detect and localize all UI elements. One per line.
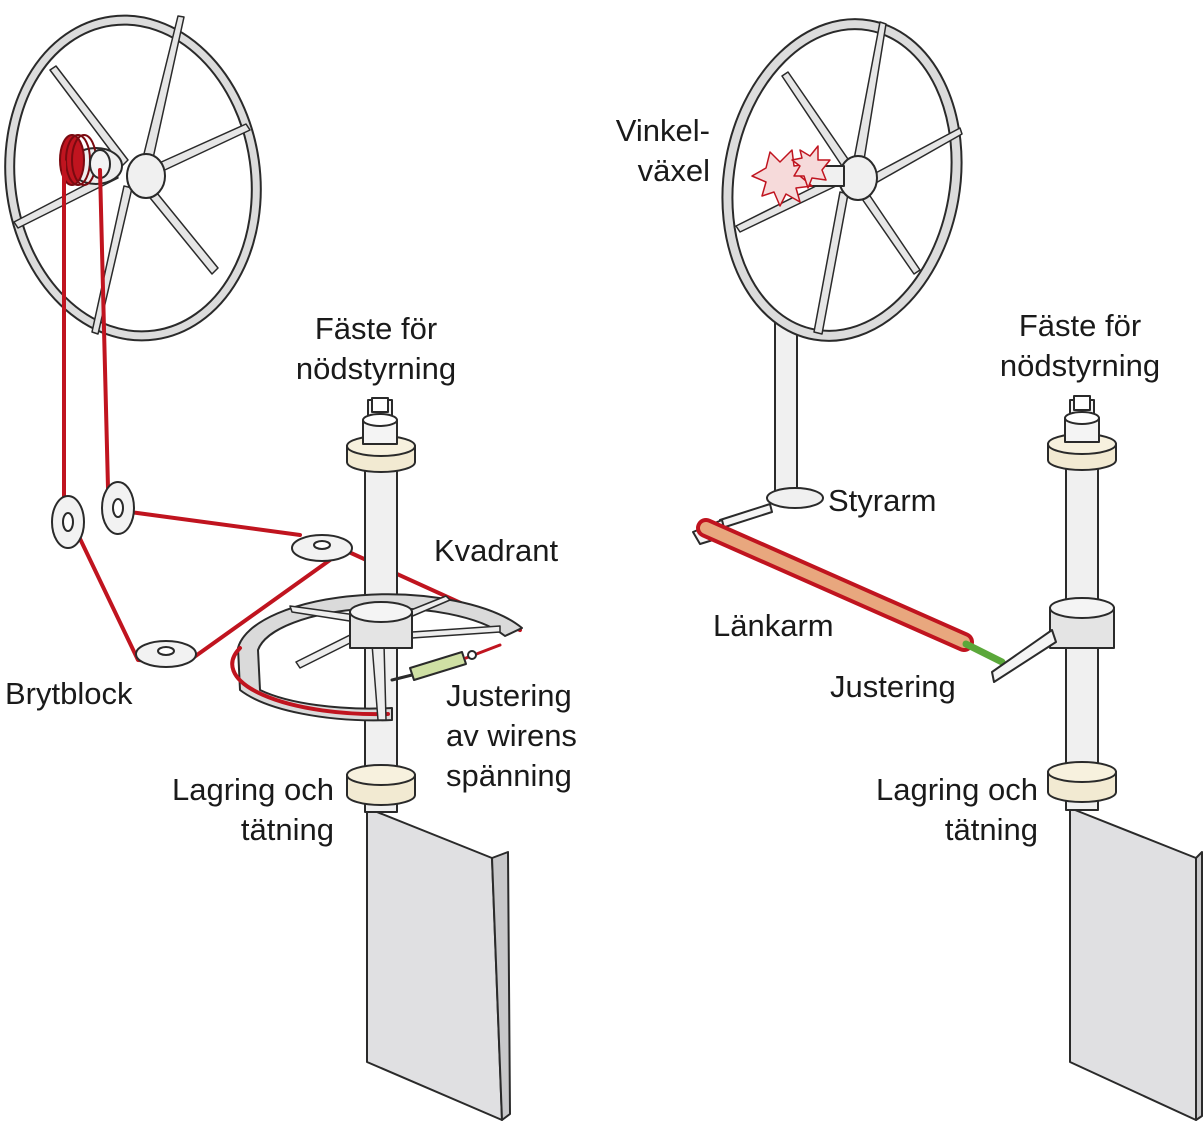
label-bearing-seal-right: Lagring och tätning [875,772,1038,847]
label-bearing-seal-left: Lagring och tätning [171,772,334,847]
left-steering-wheel [4,14,262,342]
quadrant [230,593,523,722]
turning-block [51,481,353,668]
label-wire-tension: Justering av wirens spänning [446,678,577,793]
label-angle-gear: Vinkel- växel [615,113,710,188]
left-rudder-blade [366,807,511,1121]
label-turning-block: Brytblock [5,676,133,711]
label-emergency-mount-right: Fäste för nödstyrning [999,308,1161,383]
label-emergency-mount-left: Fäste för nödstyrning [295,311,457,386]
label-tiller-arm: Styrarm [828,483,937,518]
angle-gear [751,145,831,207]
label-quadrant: Kvadrant [434,533,559,568]
left-bottom-bearing [346,764,416,806]
right-tiller-hub [991,597,1115,683]
right-bottom-bearing [1047,761,1117,803]
right-steering-wheel [721,18,963,342]
left-cable-drum [59,134,123,186]
link-arm [696,518,1006,666]
label-adjustment: Justering [830,669,956,704]
right-rudder-blade [1069,807,1203,1121]
right-top-bearing [1047,411,1117,471]
label-link-arm: Länkarm [713,608,834,643]
left-top-bearing [346,413,416,473]
wire-tension-adjuster [390,643,502,682]
